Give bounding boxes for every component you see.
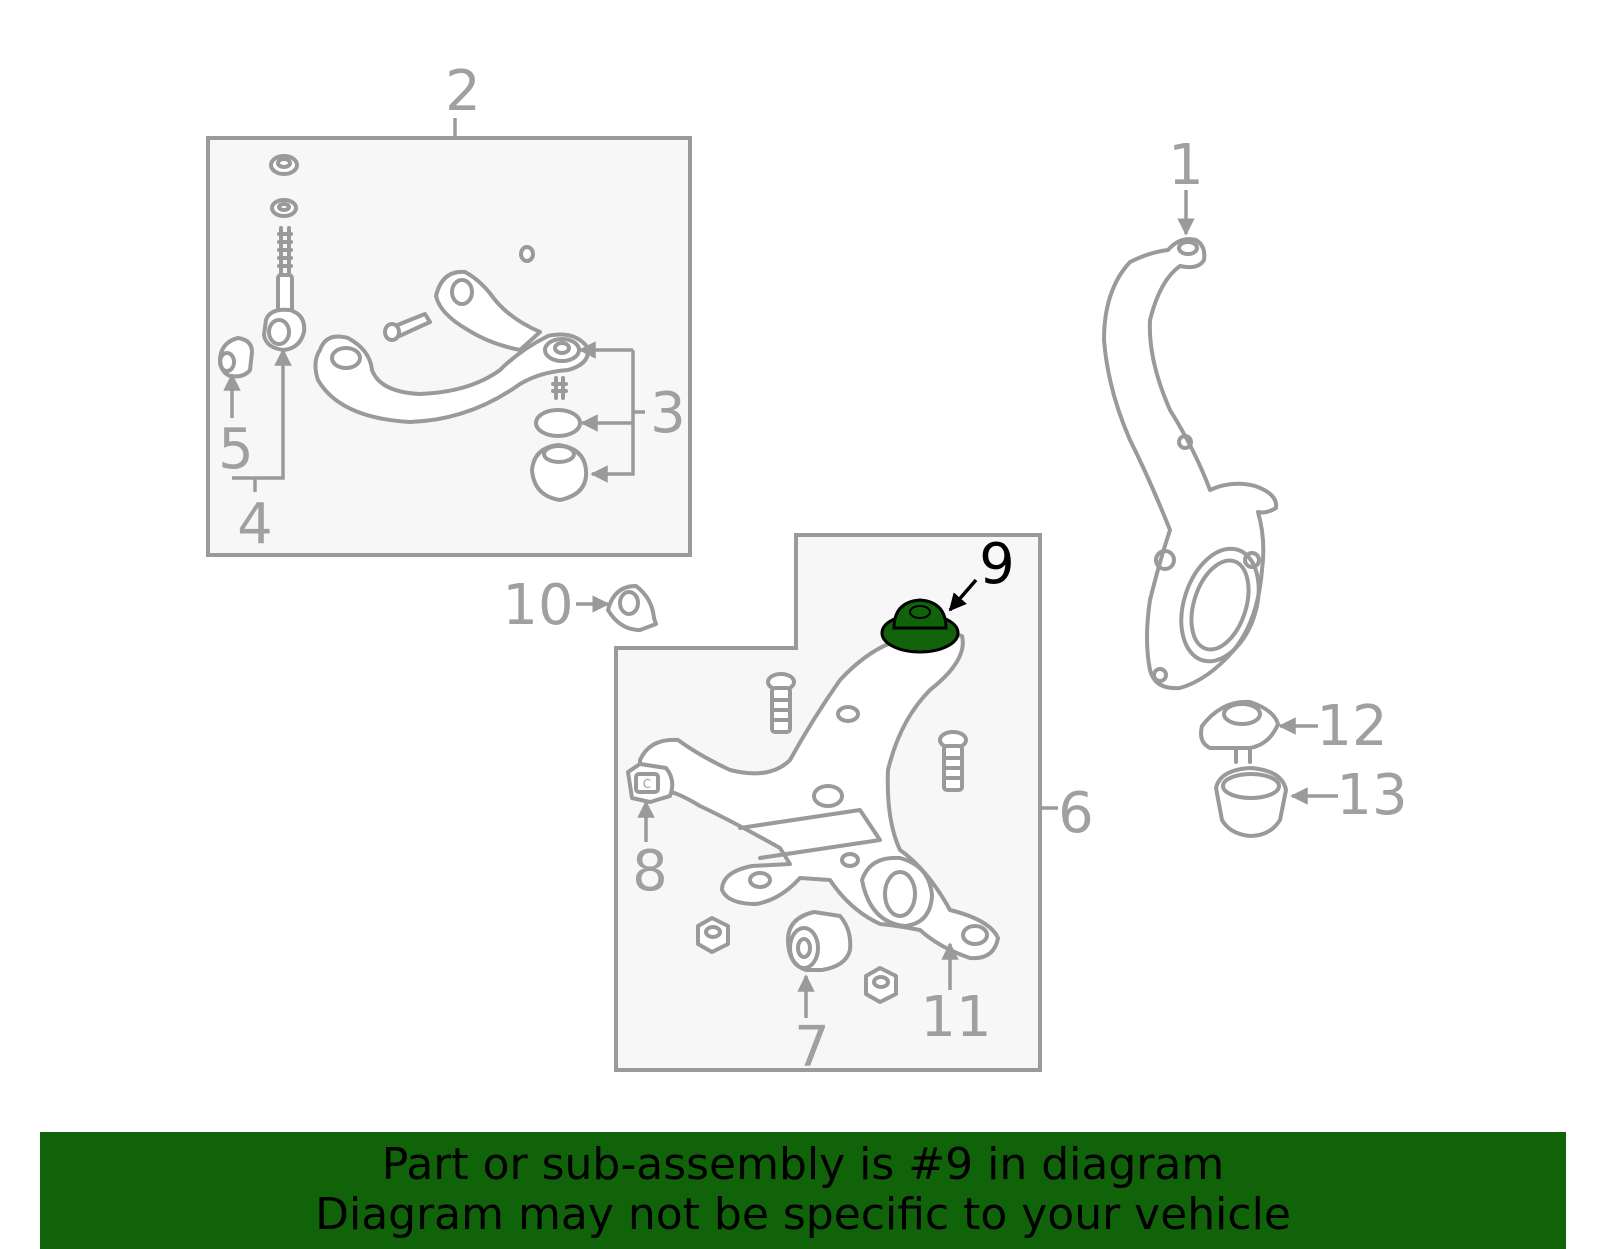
upper-ball-joint	[262, 226, 307, 352]
label-7: 7	[794, 1015, 830, 1080]
steering-knuckle	[1102, 190, 1279, 691]
upper-arm-assembly-box	[206, 118, 692, 557]
label-5: 5	[218, 417, 254, 482]
label-6: 6	[1058, 781, 1094, 846]
lower-arm-assembly-box: C	[614, 533, 1058, 1072]
stabilizer-bracket	[576, 584, 658, 632]
label-3: 3	[650, 381, 686, 446]
label-9: 9	[979, 532, 1015, 597]
label-10: 10	[502, 573, 573, 638]
label-8: 8	[632, 839, 668, 904]
upper-small-bolt	[383, 312, 432, 342]
lower-bolt-left	[766, 672, 796, 734]
label-13: 13	[1336, 763, 1407, 828]
lower-control-arm	[638, 631, 1000, 961]
banner-line-1: Part or sub-assembly is #9 in diagram	[381, 1139, 1225, 1190]
lower-bolt-right	[938, 730, 968, 792]
svg-text:C: C	[643, 777, 651, 791]
ball-joint-boot	[1214, 766, 1338, 838]
label-12: 12	[1316, 694, 1387, 759]
label-2: 2	[445, 59, 481, 124]
front-bushing: C	[626, 762, 675, 842]
upper-ball-joint-kit	[530, 376, 589, 502]
info-banner: Part or sub-assembly is #9 in diagram Di…	[40, 1132, 1566, 1249]
upper-bushing	[218, 336, 254, 379]
upper-small-nut	[519, 245, 535, 263]
lower-nut-left	[696, 916, 730, 954]
upper-washer	[270, 198, 298, 218]
lower-ball-joint	[1199, 699, 1318, 764]
label-11: 11	[920, 985, 991, 1050]
upper-nut-top	[269, 154, 299, 176]
label-1: 1	[1168, 133, 1204, 198]
upper-control-arm	[313, 269, 591, 424]
banner-line-2: Diagram may not be specific to your vehi…	[315, 1189, 1291, 1240]
label-4: 4	[237, 492, 273, 557]
highlighted-part-9-bushing[interactable]	[880, 578, 978, 654]
rear-bushing	[786, 910, 853, 1018]
lower-nut-right	[864, 966, 898, 1004]
